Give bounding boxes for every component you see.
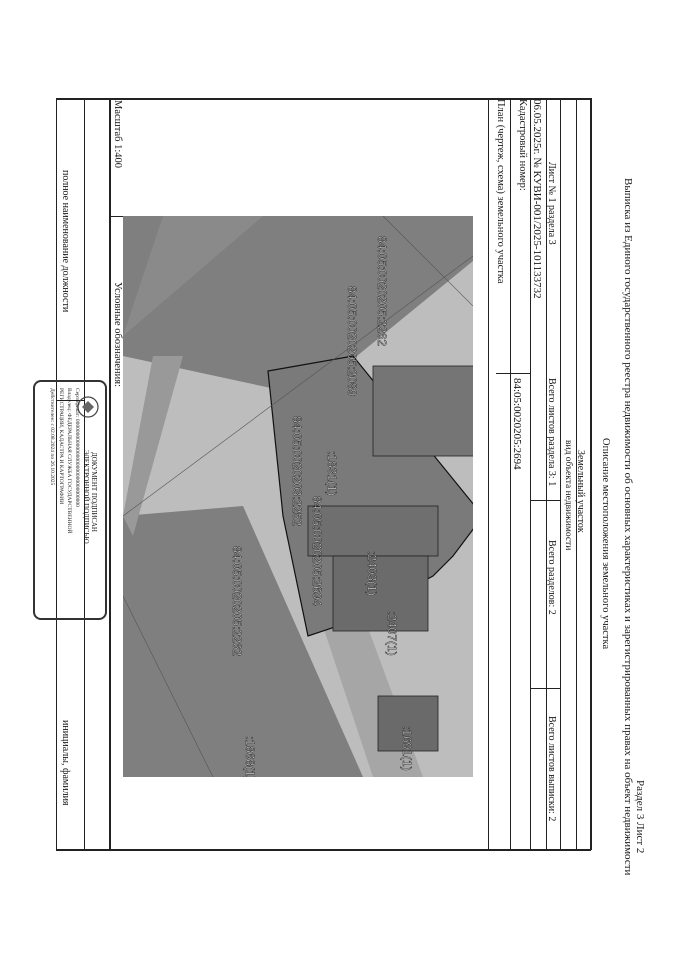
- footer-line: [84, 98, 85, 850]
- boundary-line-1: [123, 255, 473, 517]
- footer-sep: [56, 400, 84, 401]
- extract-date-number: 06.05.2025г. № КУВИ-001/2025-101133732: [531, 99, 543, 299]
- parcel-2262-south: [123, 506, 363, 777]
- map-label-2407: :2407(1): [385, 611, 399, 656]
- sig-certificate: Сертификат: 0000000000000000000000000000…: [74, 388, 80, 507]
- sheet-of-section: Лист № 1 раздела 3: [546, 162, 557, 245]
- plan-label: План (чертеж, схема) земельного участка: [495, 99, 506, 284]
- map-label-2252: 84:05:0020203:2252: [290, 416, 304, 526]
- map-label-2262-north: 84:05:0020205:2262: [375, 236, 389, 346]
- parcel-2089-edge: [123, 216, 263, 336]
- parcel-strip-left: [123, 356, 183, 536]
- map-left-sep: [109, 216, 123, 217]
- sig-subtitle: ЭЛЕКТРОННОЙ ПОДПИСЬЮ: [82, 450, 90, 544]
- map-label-2262-south: 84:05:0020205:2262: [230, 546, 244, 656]
- map-label-2694: 84:05:0020205:2694: [310, 496, 324, 606]
- sheet-row-sep-1: [530, 500, 560, 501]
- map-label-1691: :1691(1): [400, 726, 414, 771]
- map-label-1831: :1831(1): [325, 451, 339, 496]
- e-signature-stamp: ДОКУМЕНТ ПОДПИСАН ЭЛЕКТРОННОЙ ПОДПИСЬЮ С…: [33, 380, 107, 620]
- emblem-icon: [77, 396, 99, 418]
- outer-left-line: [56, 98, 57, 850]
- total-sheets-extract: Всего листов выписки: 2: [546, 716, 557, 822]
- frame-top: [56, 98, 591, 100]
- building-1831: [372, 365, 473, 457]
- extract-title: Выписка из Единого государственного реес…: [622, 178, 634, 876]
- building-2407: [332, 555, 429, 632]
- building-1691: [377, 695, 439, 752]
- table-top-line: [590, 98, 592, 850]
- section-sheet: Раздел 3 Лист 2: [634, 780, 646, 854]
- sig-owner-2: РЕГИСТРАЦИИ, КАДАСТРА И КАРТОГРАФИИ: [58, 388, 64, 505]
- sig-validity: Действителен: с 02.08.2024 по 26.10.2025: [49, 388, 55, 486]
- map-label-1868: :1868(1): [243, 736, 257, 777]
- frame-bottom: [56, 849, 591, 851]
- plan-frame-right: [488, 98, 489, 850]
- object-type-label: вид объекта недвижимости: [563, 440, 573, 551]
- sig-owner: Владелец: ФЕДЕРАЛЬНАЯ СЛУЖБА ГОСУДАРСТВЕ…: [66, 388, 72, 534]
- sheet-row-sep-2: [530, 688, 560, 689]
- building-2403: [307, 505, 439, 557]
- table-line-3: [546, 98, 547, 850]
- table-line-2: [560, 98, 561, 850]
- map-label-2403: :2403(1): [365, 551, 379, 596]
- sig-title: ДОКУМЕНТ ПОДПИСАН: [90, 452, 98, 532]
- total-sections: Всего разделов: 2: [546, 540, 557, 615]
- position-label: полное наименование должности: [60, 170, 71, 313]
- plan-frame-left: [109, 98, 111, 850]
- boundary-line-3: [123, 595, 214, 777]
- cadastral-plan-map: 84:05:0020205:2262 84:05:0020205:2089 84…: [123, 216, 473, 777]
- table-line-4: [530, 98, 531, 850]
- legend-label: Условные обозначения:: [112, 282, 123, 388]
- cad-row-sep: [496, 373, 530, 374]
- cadastral-label: Кадастровый номер:: [517, 99, 528, 191]
- table-line-1: [576, 98, 577, 850]
- map-label-2089: 84:05:0020205:2089: [345, 286, 359, 396]
- table-line-5: [510, 98, 511, 850]
- initials-label: инициалы, фамилия: [60, 720, 71, 806]
- object-type-value: Земельный участок: [575, 450, 586, 533]
- boundary-line-2: [382, 216, 473, 307]
- total-sheets-section: Всего листов раздела 3: 1: [546, 378, 557, 487]
- scale-label: Масштаб 1:400: [112, 100, 123, 169]
- cadastral-value: 84:05:0020205:2694: [511, 378, 523, 470]
- location-subtitle: Описание местоположения земельного участ…: [600, 438, 611, 650]
